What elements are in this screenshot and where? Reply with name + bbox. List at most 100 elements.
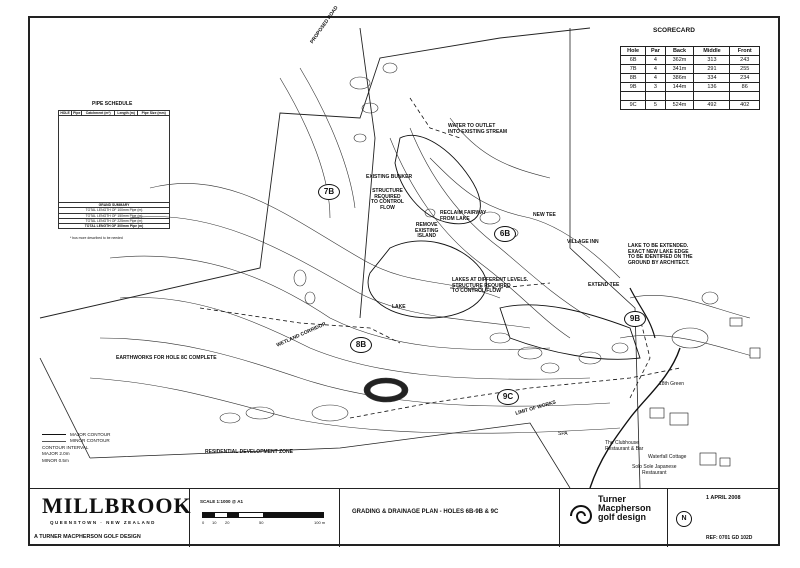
scorecard-cell: 341m	[664, 64, 695, 74]
green-18th-label: 18th Green	[659, 381, 685, 387]
clubhouse-label: The Clubhouse Restaurant & Bar	[605, 440, 644, 452]
scorecard-cell: 136	[693, 82, 731, 92]
title-block: MILLBROOK QUEENSTOWN · NEW ZEALAND A TUR…	[28, 488, 780, 547]
scorecard-header: Back	[664, 46, 695, 56]
drawing-title: GRADING & DRAINAGE PLAN - HOLES 6B-9B & …	[352, 509, 499, 515]
reclaim-fairway-label: RECLAIM FAIRWAY FROM LAKE	[440, 210, 487, 222]
scorecard-cell: 386m	[664, 73, 695, 83]
lake-extended-label: LAKE TO BE EXTENDED. EXACT NEW LAKE EDGE…	[628, 243, 693, 266]
scorecard-cell: 8B	[619, 73, 647, 83]
drawing-title-cell: GRADING & DRAINAGE PLAN - HOLES 6B-9B & …	[340, 489, 560, 547]
scorecard-cell: 4	[645, 64, 666, 74]
scorecard-cell: 4	[645, 55, 666, 65]
hole-marker-7b: 7B	[318, 184, 340, 200]
pipe-header: Pipe Size (mm)	[137, 109, 170, 117]
scorecard-cell: 243	[729, 55, 760, 65]
scorecard-cell: 7B	[619, 64, 647, 74]
scorecard-cell: 362m	[664, 55, 695, 65]
scorecard-cell: 86	[729, 82, 760, 92]
scale-tick: 50	[259, 520, 264, 525]
remove-island-label: REMOVE EXISTING ISLAND	[415, 222, 439, 239]
legend-interval: CONTOUR INTERVAL	[42, 444, 89, 450]
scorecard-title: SCORECARD	[653, 27, 695, 34]
scorecard-cell: 234	[729, 73, 760, 83]
site-plan-drawing	[39, 27, 761, 488]
scorecard-cell: 402	[729, 100, 760, 110]
pipe-total-row: TOTAL LENGTH OF 300mm Pipe (m)	[58, 222, 170, 230]
scorecard-cell: 144m	[664, 82, 695, 92]
drawing-sheet	[28, 16, 780, 546]
structure-required-label: STRUCTURE REQUIRED TO CONTROL FLOW	[371, 188, 404, 211]
legend-major: MAJOR CONTOUR	[42, 432, 111, 438]
hole-marker-6b: 6B	[494, 226, 516, 242]
brand-location: QUEENSTOWN · NEW ZEALAND	[50, 520, 156, 525]
pipe-header: Length (m)	[113, 109, 139, 117]
water-outlet-label: WATER TO OUTLET INTO EXISTING STREAM	[448, 123, 508, 135]
scorecard-cell: 4	[645, 73, 666, 83]
scale-bar	[202, 512, 324, 518]
pipe-schedule-rows	[58, 115, 170, 204]
firm-cell: Turner Macpherson golf design	[560, 489, 668, 547]
firm-name: Turner Macpherson golf design	[598, 494, 652, 522]
waterfall-cottage-label: Waterfall Cottage	[648, 454, 687, 460]
scorecard-cell: 291	[693, 64, 731, 74]
scorecard-cell	[664, 91, 695, 101]
pipe-header: Pipe	[71, 109, 83, 117]
scale-bar-segment	[263, 513, 323, 517]
major-line-swatch	[42, 434, 66, 436]
existing-bunker-label: EXISTING BUNKER	[366, 174, 413, 180]
scorecard-header: Par	[645, 46, 666, 56]
scorecard-header: Hole	[619, 46, 647, 56]
scorecard-header-row: Hole Par Back Middle Front	[619, 46, 760, 56]
scorecard-cell: 255	[729, 64, 760, 74]
north-label: N	[681, 515, 687, 522]
minor-line-swatch	[42, 440, 66, 442]
scale-cell: SCALE 1:1000 @ A1 0 10 20 50 100 m	[190, 489, 340, 547]
date-cell: 1 APRIL 2008 N REF: 0701 GD 102D	[668, 489, 780, 547]
new-tee-label: NEW TEE	[533, 212, 556, 218]
drawing-ref: REF: 0701 GD 102D	[706, 535, 753, 541]
scorecard-cell	[693, 91, 731, 101]
scorecard-cell: 524m	[664, 100, 695, 110]
scorecard-header: Front	[729, 46, 760, 56]
legend-major-value: MAJOR 2.0m	[42, 451, 70, 457]
scale-bar-segment	[227, 513, 239, 517]
designer-credit: A TURNER MACPHERSON GOLF DESIGN	[34, 534, 141, 540]
hole-marker-9b: 9B	[624, 311, 646, 327]
scale-tick: 20	[225, 520, 230, 525]
scale-tick: 100 m	[314, 520, 326, 525]
earthworks-label: EARTHWORKS FOR HOLE 8C COMPLETE	[116, 355, 217, 361]
scale-bar-segment	[203, 513, 215, 517]
scale-tick: 0	[202, 520, 205, 525]
scorecard-cell: 334	[693, 73, 731, 83]
pipe-footnote: * bus more described to be needed	[70, 236, 123, 240]
pipe-header-row: HOLE Pipe Catchment (m²) Length (m) Pipe…	[57, 109, 170, 117]
scorecard-cell: 3	[645, 82, 666, 92]
contour-legend: MAJOR CONTOUR MINOR CONTOUR CONTOUR INTE…	[42, 432, 111, 464]
legend-minor-value: MINOR 0.5m	[42, 457, 69, 463]
hole-marker-8b: 8B	[350, 337, 372, 353]
scale-label: SCALE 1:1000 @ A1	[200, 499, 243, 504]
scorecard-row	[619, 91, 760, 101]
residential-zone-label: RESIDENTIAL DEVELOPMENT ZONE	[205, 449, 293, 455]
brand-cell: MILLBROOK QUEENSTOWN · NEW ZEALAND A TUR…	[28, 489, 192, 547]
legend-major-label: MAJOR CONTOUR	[70, 432, 111, 437]
scorecard-cell	[729, 91, 760, 101]
lake-label: LAKE	[392, 304, 406, 310]
scorecard-cell: 5	[645, 100, 666, 110]
legend-minor: MINOR CONTOUR	[42, 438, 111, 444]
north-arrow-icon: N	[676, 511, 692, 527]
pipe-schedule-table: HOLE Pipe Catchment (m²) Length (m) Pipe…	[57, 109, 170, 230]
scorecard-cell	[645, 91, 666, 101]
scale-tick: 10	[212, 520, 217, 525]
scorecard-cell	[619, 91, 647, 101]
extend-tee-label: EXTEND TEE	[588, 282, 620, 288]
village-inn-label: VILLAGE INN	[567, 239, 599, 245]
drawing-date: 1 APRIL 2008	[706, 495, 741, 501]
brand-logo: MILLBROOK	[42, 493, 192, 518]
scorecard-cell: 313	[693, 55, 731, 65]
